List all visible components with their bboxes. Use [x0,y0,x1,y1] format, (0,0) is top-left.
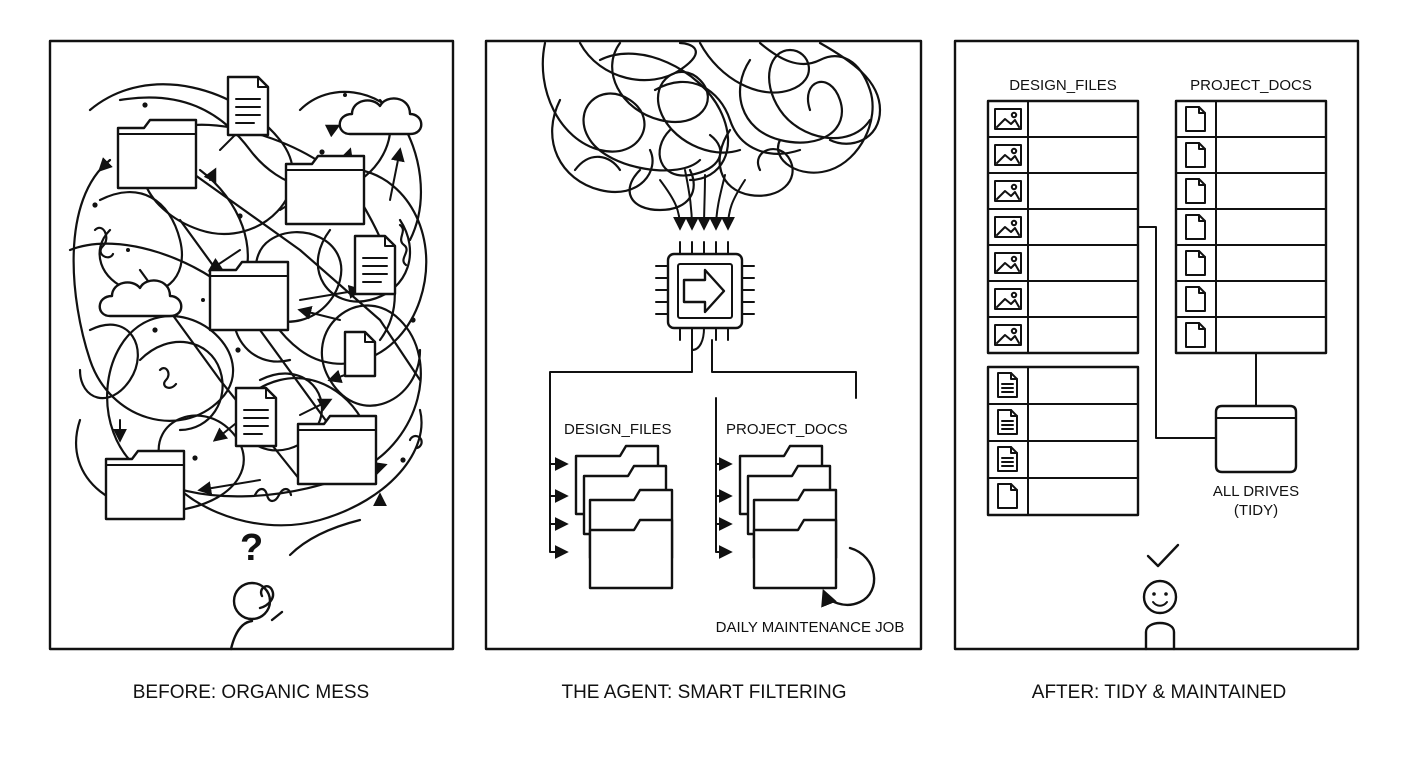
cloud-icon [338,97,423,136]
document-icon [997,409,1018,435]
label-project-docs: PROJECT_DOCS [726,421,848,438]
happy-person-icon [1142,579,1178,651]
drive-label-line1: ALL DRIVES [1213,483,1299,500]
image-icon [994,180,1022,202]
folder-icon [116,118,198,190]
document-icon [1185,142,1206,168]
split-lines [549,339,857,559]
folder-icon [296,414,378,486]
caption-before: BEFORE: ORGANIC MESS [133,682,369,703]
panel-agent: DESIGN_FILES PROJECT_DOCS DAILY MAINTENA… [484,39,923,703]
checkmark-icon [1146,543,1180,568]
panel-before-frame [48,39,455,651]
funnel-lines [659,169,746,231]
folder-icon [284,154,366,226]
project-docs-list [1174,99,1328,355]
drive-folder-icon [1214,404,1298,474]
document-icon [343,330,377,378]
design-files-list [986,99,1140,355]
caption-agent: THE AGENT: SMART FILTERING [561,682,846,703]
image-icon [994,252,1022,274]
document-icon [1185,250,1206,276]
design-files-folder-stack [574,444,674,590]
document-icon [997,372,1018,398]
document-icon [1185,286,1206,312]
misc-docs-list [986,365,1140,517]
confused-person-icon: ? [229,527,284,651]
label-design-files: DESIGN_FILES [564,421,672,438]
panel-agent-frame [484,39,923,651]
label-design-files-col: DESIGN_FILES [1009,77,1117,94]
cycle-arrow-icon [821,546,876,608]
document-icon [1185,178,1206,204]
caption-after: AFTER: TIDY & MAINTAINED [1032,682,1286,703]
document-icon [997,483,1018,509]
scattered-dots [92,93,416,463]
chip-arrow-icon [655,241,755,351]
document-icon [1185,214,1206,240]
folder-icon [208,260,290,332]
panel-before: ? BEFORE: ORGANIC MESS [48,39,455,703]
label-project-docs-col: PROJECT_DOCS [1190,77,1312,94]
image-icon [994,288,1022,310]
folder-icon [104,449,186,521]
image-icon [994,144,1022,166]
document-icon [234,386,278,448]
project-docs-folder-stack [738,444,838,590]
question-mark: ? [240,527,263,569]
panel-after: DESIGN_FILES PROJECT_DOCS [953,39,1360,703]
document-icon [997,446,1018,472]
label-daily-job: DAILY MAINTENANCE JOB [716,619,905,636]
drive-label-line2: (TIDY) [1234,502,1278,519]
image-icon [994,324,1022,346]
connector-lines [1137,226,1257,439]
document-icon [1185,322,1206,348]
tangle-cloud [541,41,882,212]
panel-after-frame [953,39,1360,651]
document-icon [226,75,270,137]
image-icon [994,216,1022,238]
document-icon [353,234,397,296]
document-icon [1185,106,1206,132]
image-icon [994,108,1022,130]
